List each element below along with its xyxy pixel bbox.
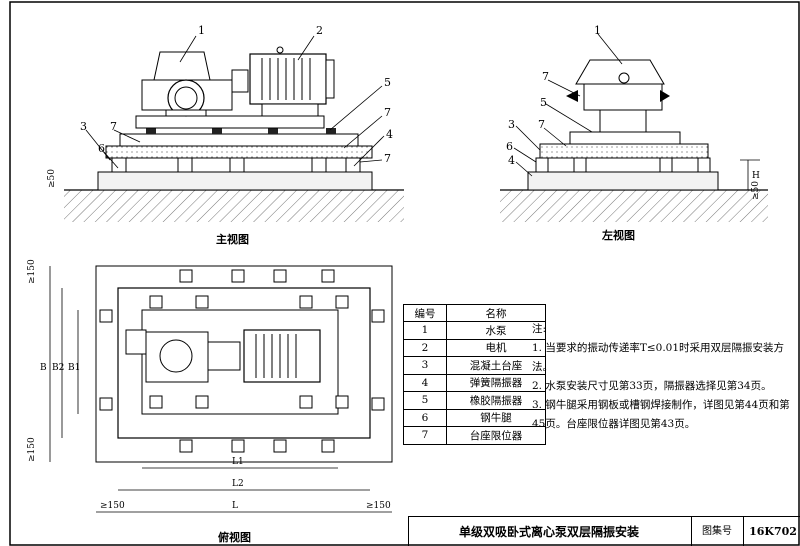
front-callout-7b: 7 [384,106,391,119]
front-callouts: 1 2 3 7 5 7 4 6 7 [80,24,393,165]
dim-150-top: ≥150 [27,259,37,284]
dim-l2: L2 [232,479,244,489]
note-item: 1. 当要求的振动传递率T≤0.01时采用双层隔振安装方法。 [532,342,785,373]
side-callout-7b: 7 [538,118,545,131]
front-lower-base [97,171,373,191]
dim-150-left: ≥150 [100,501,125,511]
top-view [49,265,393,513]
drawing-title: 单级双吸卧式离心泵双层隔振安装 [458,525,639,539]
front-callout-7c: 7 [384,152,391,165]
legend-no: 1 [403,321,447,340]
top-outer-base [95,265,393,463]
front-callout-1: 1 [198,24,205,37]
legend-name: 橡胶隔振器 [446,391,546,410]
front-callout-4: 4 [386,128,393,141]
side-view-title: 左视图 [601,228,635,242]
legend-no: 3 [403,356,447,375]
top-view-title: 俯视图 [218,530,251,544]
front-coupling [231,69,249,93]
side-callout-4: 4 [508,154,515,167]
front-callout-2: 2 [316,24,323,37]
side-pump [566,59,670,133]
front-ground-hatch [64,190,404,222]
atlas-label: 图集号 [691,517,742,546]
top-dimension-lines [49,266,392,513]
dim-b2: B2 [52,363,64,373]
sheet-border [9,1,800,546]
legend-name: 电机 [446,338,546,357]
atlas-number: 16K702 [743,517,800,546]
legend-name: 台座限位器 [446,426,546,445]
legend-no: 4 [403,373,447,392]
front-spring-isolators [111,157,361,173]
legend-no: 6 [403,408,447,427]
side-callout-1: 1 [594,24,601,37]
legend-header-row: 编号 名称 [403,304,546,322]
front-rubber-isolators [146,128,336,134]
side-dim-50: ≥50 [751,181,761,200]
side-callouts: 1 7 5 3 7 6 4 [506,24,601,167]
legend-name: 钢牛腿 [446,408,546,427]
title-block: 单级双吸卧式离心泵双层隔振安装 图集号 16K702 [408,516,800,546]
side-callout-3: 3 [508,118,515,131]
dim-b1: B1 [68,363,80,373]
notes-heading: 注: [532,323,547,335]
top-inner-base [117,287,371,439]
front-pump [141,51,233,117]
front-callout-3: 3 [80,120,87,133]
legend-name: 水泵 [446,321,546,340]
front-view-title: 主视图 [216,232,249,246]
dim-l1: L1 [232,457,244,467]
top-dimensions: B B2 B1 ≥150 ≥150 L1 L2 L ≥150 ≥150 [27,259,391,511]
note-item: 2. 水泵安装尺寸见第33页，隔振器选择见第34页。 [532,380,772,392]
legend-no: 7 [403,426,447,445]
legend-no: 5 [403,391,447,410]
side-dim-h: H [752,171,760,181]
top-pump-motor [125,329,321,383]
side-view [500,33,768,222]
legend-no: 2 [403,338,447,357]
front-view [64,35,404,222]
dim-l: L [232,501,238,511]
front-motor [249,46,335,117]
dim-150-right: ≥150 [366,501,391,511]
notes-block: 注: 1. 当要求的振动传递率T≤0.01时采用双层隔振安装方法。 2. 水泵安… [532,320,794,434]
dim-b: B [40,363,47,373]
legend-name: 混凝土台座 [446,356,546,375]
front-leaders [85,35,385,169]
side-ground-hatch [500,190,768,222]
legend-header-no: 编号 [403,304,447,322]
front-concrete-base [105,145,373,159]
side-callout-6: 6 [506,140,513,153]
front-callout-5: 5 [384,76,391,89]
legend-name: 弹簧隔振器 [446,373,546,392]
note-item: 3. 钢牛腿采用钢板或槽钢焊接制作，详图见第44页和第45页。台座限位器详图见第… [532,399,790,430]
side-callout-7a: 7 [542,70,549,83]
legend-header-name: 名称 [446,304,546,322]
front-callout-6: 6 [98,142,105,155]
front-callout-7a: 7 [110,120,117,133]
side-callout-5: 5 [540,96,547,109]
dim-150-bottom: ≥150 [27,437,37,462]
front-dim-50: ≥50 [47,169,57,188]
top-isolator-pads [99,269,385,453]
